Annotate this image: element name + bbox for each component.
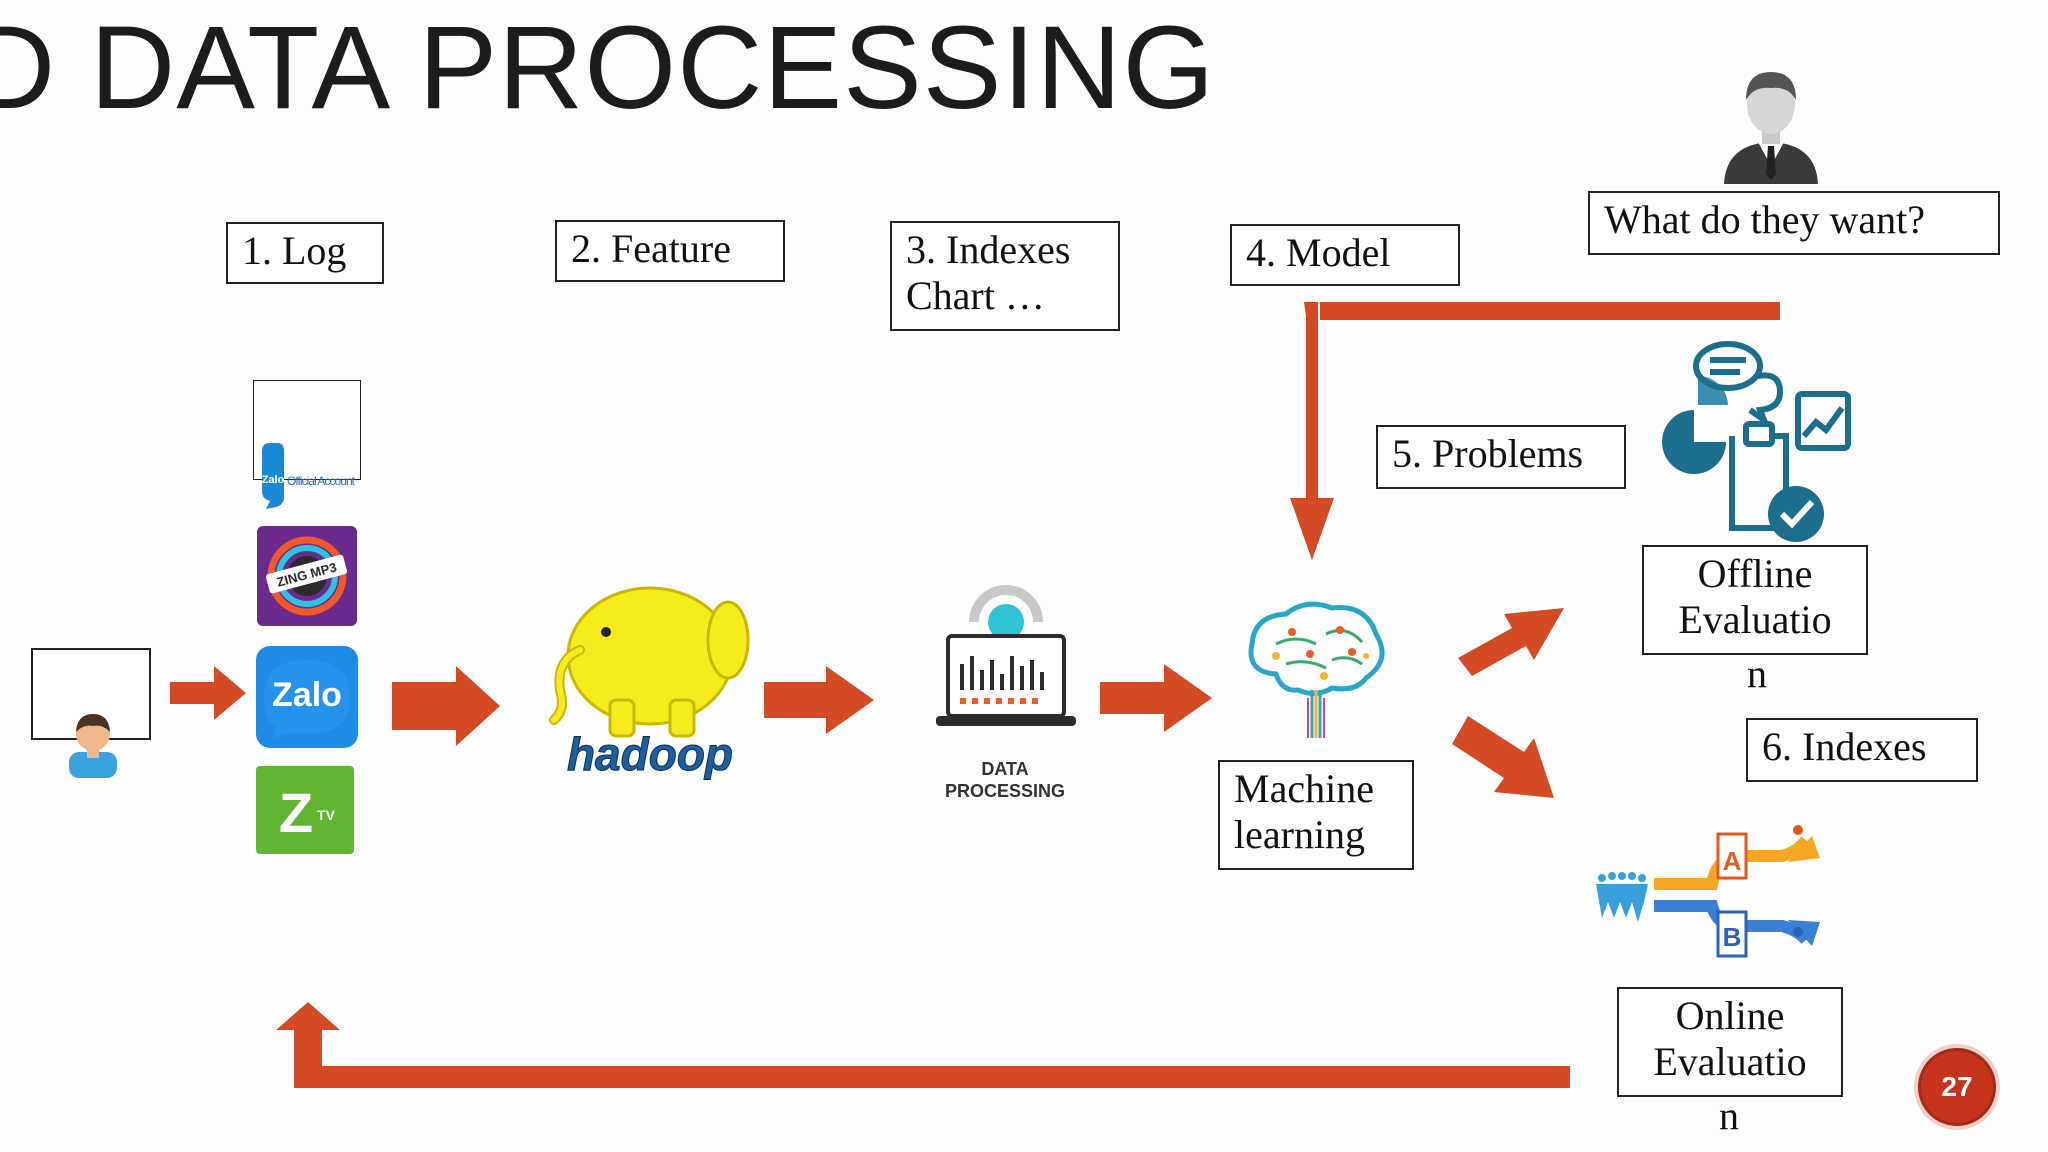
hadoop-text: hadoop [567, 728, 733, 780]
zalo-oa-short-text: Zalo [262, 474, 285, 486]
arrow-dataprocessing-to-ml [1100, 664, 1212, 732]
data-processing-icon [926, 585, 1086, 741]
step-problems-label: 5. Problems [1392, 431, 1584, 476]
online-evaluation-ab-icon: A B [1592, 822, 1842, 983]
zalo-official-account-icon: Zalo Official Account [253, 380, 361, 509]
machine-learning-brain-icon [1236, 594, 1396, 749]
step-indexes-label: 6. Indexes [1762, 724, 1927, 769]
online-evaluation-tail: n [1719, 1093, 1739, 1138]
businessman-icon [1716, 66, 1826, 191]
online-evaluation-box: Online Evaluatio [1617, 987, 1843, 1097]
data-processing-label: DATA PROCESSING [944, 759, 1066, 801]
step-problems-box: 5. Problems [1376, 425, 1626, 489]
arrow-apps-to-hadoop [392, 666, 500, 746]
user-avatar-icon [69, 714, 117, 778]
arrow-hadoop-to-dataprocessing [764, 666, 874, 734]
step-feature-box: 2. Feature [555, 220, 785, 282]
offline-evaluation-label: Offline Evaluatio [1678, 551, 1832, 642]
question-label: What do they want? [1604, 197, 1925, 242]
page-number-badge: 27 [1918, 1048, 1996, 1126]
slide-title: D DATA PROCESSING [0, 2, 1216, 134]
offline-evaluation-box: Offline Evaluatio [1642, 545, 1868, 655]
step-indexes-box: 6. Indexes [1746, 718, 1978, 782]
arrow-ml-to-indexes [1452, 716, 1554, 798]
arrow-online-to-user [276, 1002, 1570, 1088]
online-evaluation-label: Online Evaluatio [1653, 993, 1807, 1084]
zing-mp3-icon: ZING MP3 [257, 526, 357, 631]
hadoop-logo-icon: hadoop [540, 560, 760, 795]
ml-label: Machine learning [1234, 766, 1374, 857]
step-indexes-chart-label: 3. Indexes Chart … [906, 227, 1071, 318]
offline-evaluation-tail: n [1747, 651, 1767, 696]
ztv-icon: Z TV [256, 766, 354, 859]
step-log-box: 1. Log [226, 222, 384, 284]
offline-evaluation-icon [1640, 332, 1860, 549]
zalo-text: Zalo [272, 676, 342, 714]
question-box: What do they want? [1588, 191, 2000, 255]
zalo-oa-text: Official Account [287, 474, 356, 488]
step-indexes-chart-box: 3. Indexes Chart … [890, 221, 1120, 331]
arrow-ml-to-offline [1458, 608, 1564, 676]
ztv-sub-text: TV [317, 807, 336, 823]
user-box [31, 648, 151, 778]
step-log-label: 1. Log [242, 228, 347, 273]
ab-a-text: A [1723, 846, 1742, 876]
ab-b-text: B [1723, 922, 1742, 952]
step-model-box: 4. Model [1230, 224, 1460, 286]
step-model-label: 4. Model [1246, 230, 1391, 275]
ztv-text: Z [279, 781, 313, 844]
step-feature-label: 2. Feature [571, 226, 731, 271]
ml-label-box: Machine learning [1218, 760, 1414, 870]
arrow-user-to-apps [170, 666, 246, 720]
zalo-icon: Zalo [256, 646, 358, 753]
